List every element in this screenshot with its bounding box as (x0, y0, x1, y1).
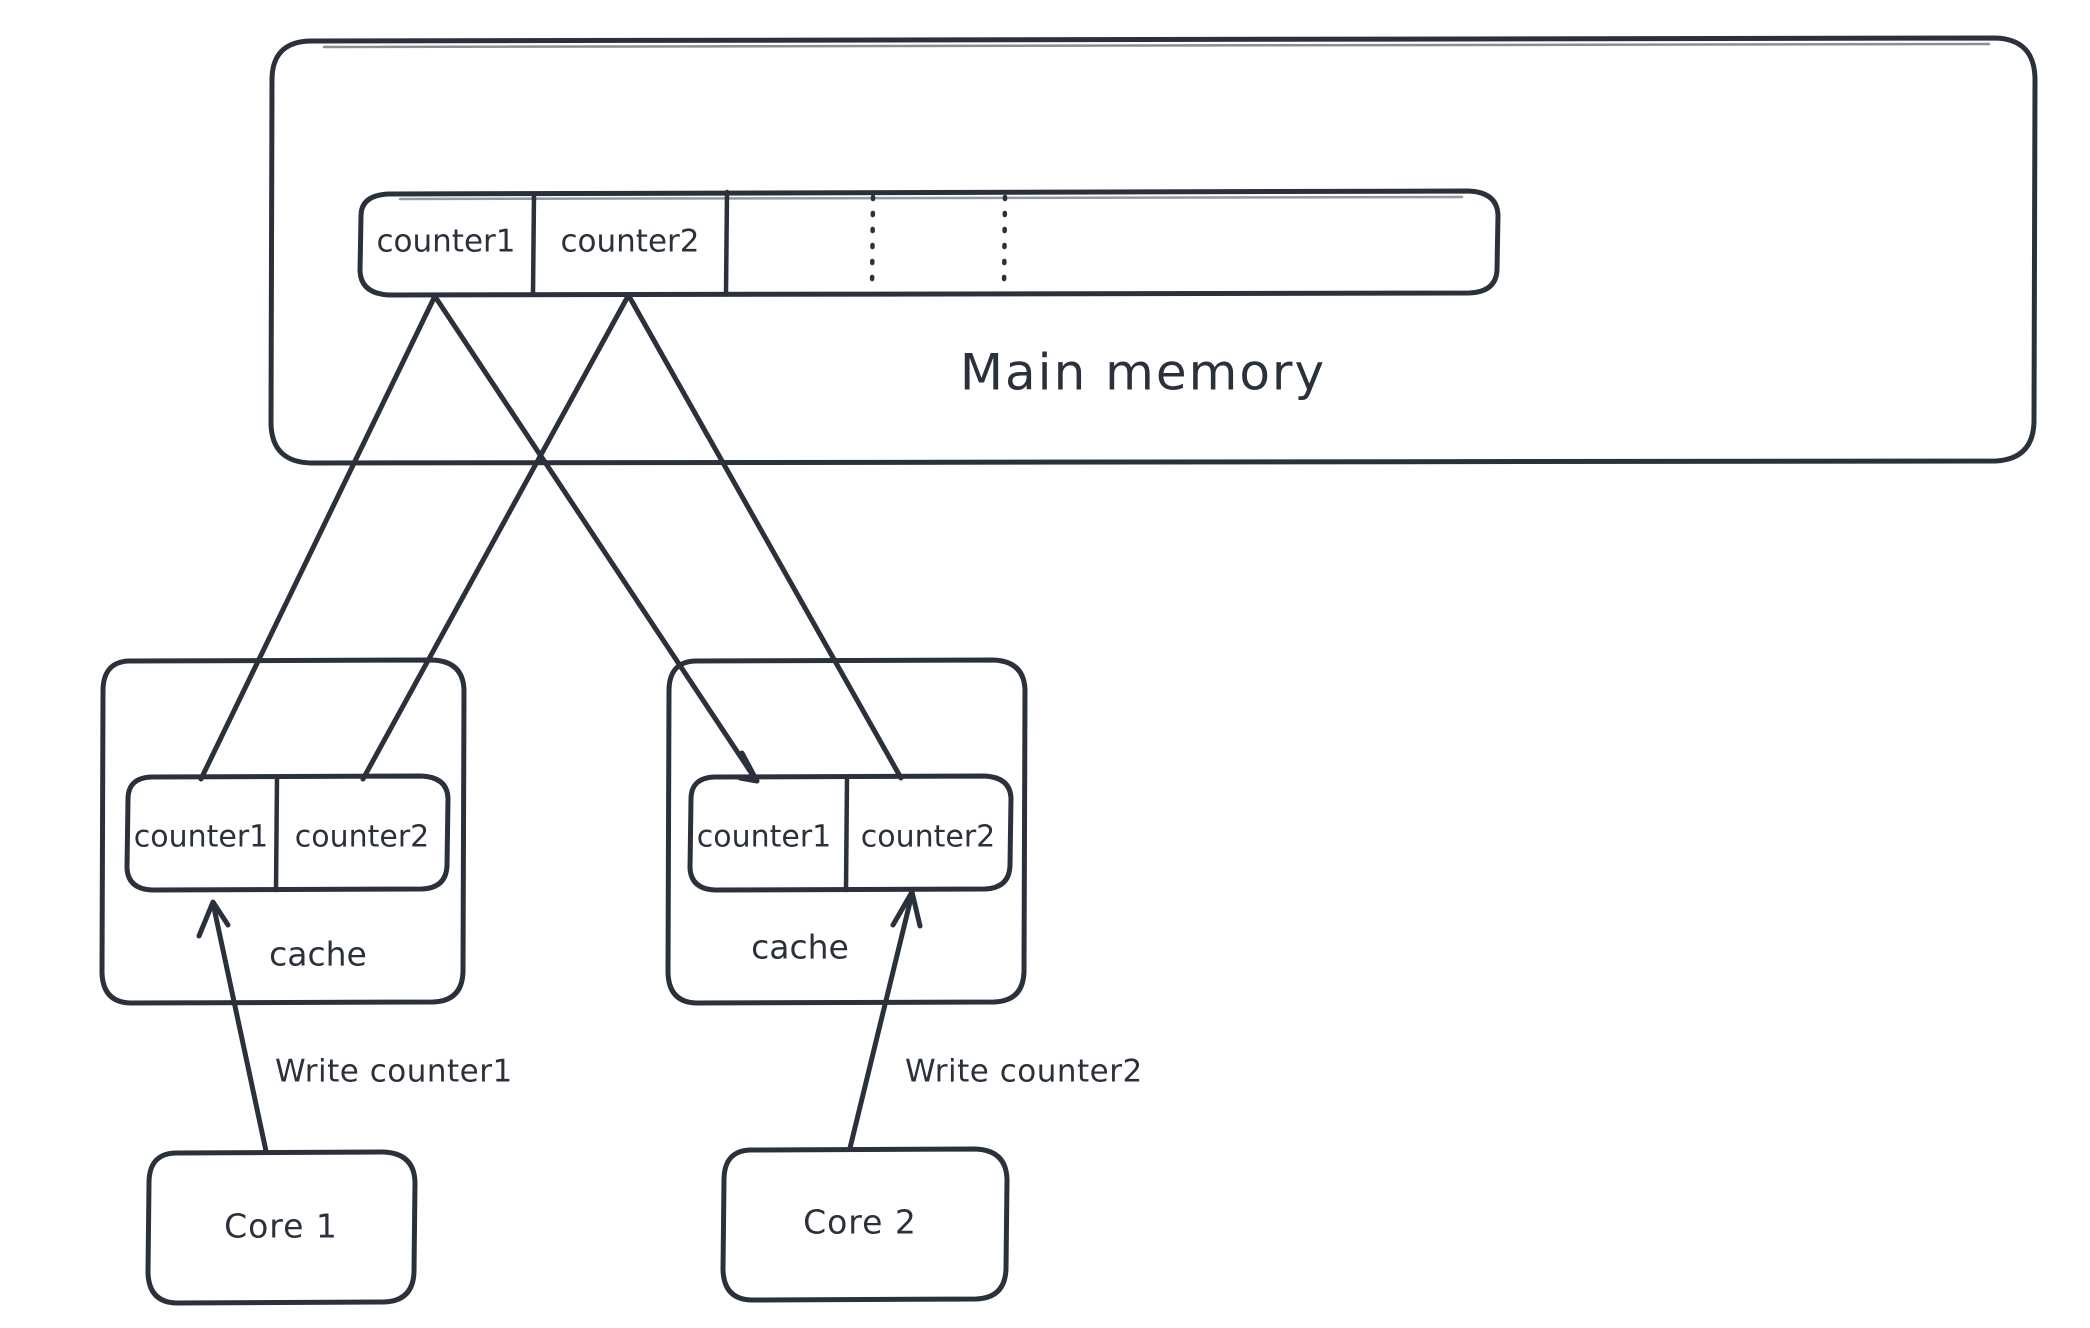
main-memory-row: counter1 counter2 (357, 188, 1501, 298)
memory-cache-links (198, 295, 904, 784)
write-counter1-arrow: Write counter1 (196, 899, 513, 1154)
cache-left-divider (273, 774, 280, 893)
cache-right-container (665, 657, 1028, 1006)
main-memory-container (268, 35, 2038, 466)
cache-right-cell-counter2-label: counter2 (861, 820, 996, 855)
write-counter2-label: Write counter2 (905, 1054, 1143, 1090)
link-mem-counter2-to-left-cache-counter2 (360, 295, 630, 782)
memory-divider-2 (723, 189, 730, 296)
cache-right-row: counter1 counter2 (687, 773, 1014, 893)
cache-left-cell-counter1-label: counter1 (134, 820, 269, 855)
memory-cell-counter1-label: counter1 (376, 224, 515, 260)
cache-left-label: cache (269, 935, 367, 974)
memory-divider-1 (530, 191, 537, 297)
core-2-label: Core 2 (803, 1203, 917, 1242)
core-1-label: Core 1 (224, 1207, 338, 1246)
cache-right-divider (843, 774, 850, 893)
write-counter2-arrow: Write counter2 (847, 889, 1143, 1151)
write-counter1-label: Write counter1 (275, 1054, 513, 1090)
cache-left-row: counter1 counter2 (124, 773, 451, 893)
link-mem-counter1-to-left-cache-counter1 (198, 295, 437, 782)
cache-left-cell-counter2-label: counter2 (295, 820, 430, 855)
memory-divider-dotted-2 (1001, 194, 1008, 293)
core-1-box: Core 1 (145, 1149, 418, 1306)
main-memory-label: Main memory (960, 344, 1326, 402)
cache-left-container (99, 657, 467, 1006)
link-mem-counter1-to-right-cache-counter1 (433, 295, 759, 783)
memory-cell-counter2-label: counter2 (560, 224, 699, 260)
core-2-box: Core 2 (720, 1146, 1010, 1303)
cache-right-label: cache (751, 928, 849, 967)
memory-divider-dotted-1 (869, 194, 876, 293)
cache-right-cell-counter1-label: counter1 (697, 820, 832, 855)
